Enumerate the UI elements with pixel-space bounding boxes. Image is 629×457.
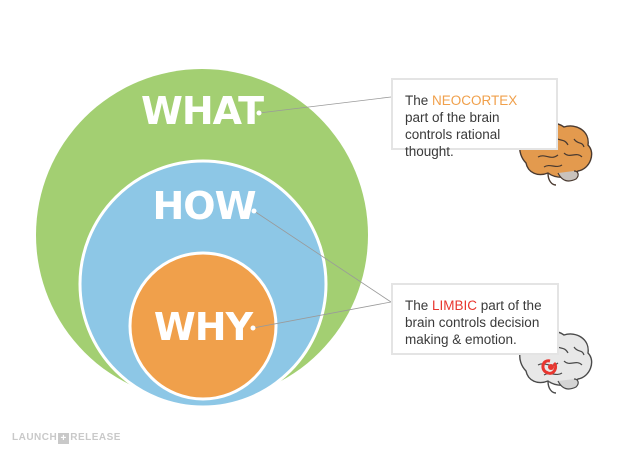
- plus-icon: +: [58, 433, 70, 444]
- why-connector-dot: [250, 325, 256, 331]
- neocortex-callout-text: part of the brain controls rational thou…: [405, 110, 501, 159]
- what-connector-dot: [256, 110, 262, 116]
- why-connector-line: [252, 301, 392, 329]
- what-label: WHAT: [141, 89, 264, 133]
- limbic-callout-text: part of the brain controls decision maki…: [405, 298, 542, 347]
- neocortex-callout: The NEOCORTEX part of the brain controls…: [391, 78, 558, 159]
- why-label: WHY: [154, 305, 254, 349]
- how-label: HOW: [152, 184, 255, 228]
- neocortex-highlight: NEOCORTEX: [432, 93, 518, 108]
- neocortex-callout-prefix: The: [405, 93, 433, 108]
- limbic-callout: The LIMBIC part of the brain controls de…: [391, 283, 559, 355]
- limbic-highlight: LIMBIC: [432, 298, 478, 313]
- how-connector-dot: [251, 208, 257, 214]
- launch-release-logo: LAUNCH+RELEASE: [12, 432, 121, 444]
- limbic-callout-prefix: The: [405, 298, 433, 313]
- why-circle: [128, 251, 278, 401]
- brand-left-text: LAUNCH: [12, 432, 58, 443]
- brand-right-text: RELEASE: [70, 432, 121, 443]
- how-connector-line: [253, 210, 392, 303]
- what-connector-line: [258, 96, 392, 114]
